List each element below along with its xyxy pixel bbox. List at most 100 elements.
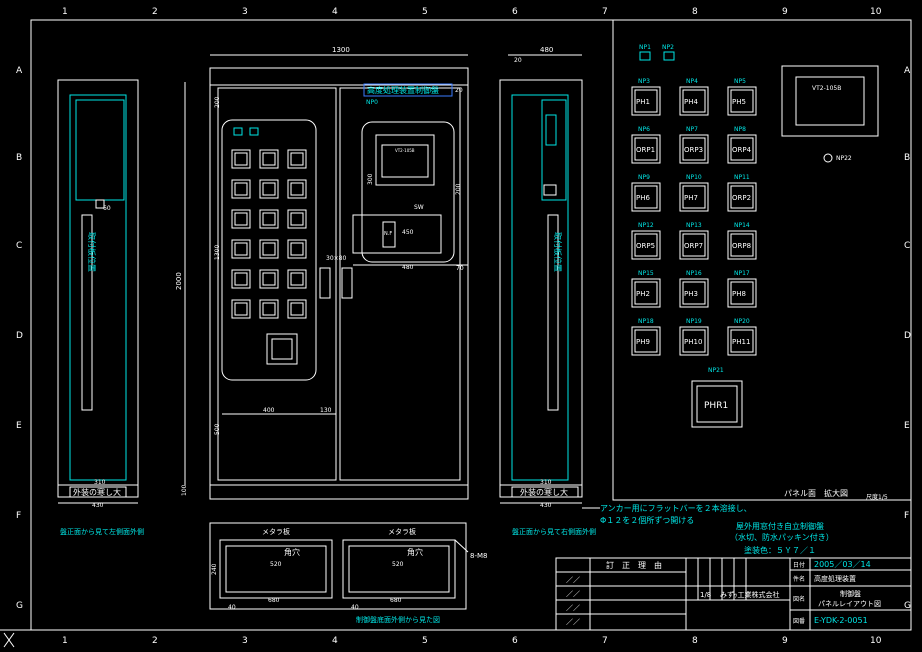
grid-row-left-f: F — [16, 511, 21, 521]
panel-meter-outer — [727, 182, 757, 212]
tb-project: 高度処理装置 — [814, 574, 856, 583]
grid-labels: 1 2 3 4 5 6 7 8 9 10 1 2 3 4 5 6 7 8 9 1… — [16, 7, 911, 646]
front-dim-height: 2000 — [175, 272, 183, 290]
notes: アンカー用にフラットバーを２本溶接し、 Φ１２を２個所ずつ開ける 屋外用窓付き自… — [582, 503, 834, 555]
right-view-label: 外装の寒し大 — [520, 487, 568, 497]
grid-row-left-b: B — [16, 153, 22, 163]
grid-col-top-7: 7 — [602, 7, 608, 17]
panel-meter-outer — [679, 230, 709, 260]
panel-cell-label: PH4 — [684, 98, 698, 106]
tb-drawing-name-1: 制御盤 — [840, 589, 861, 598]
front-meter-outer — [259, 149, 279, 169]
front-meter-inner — [234, 152, 248, 166]
panel-cell-label: PH10 — [684, 338, 702, 346]
right-side-view: 480 20 取付板位置 外装の寒し大 310 430 盤正面から見て右側面外側 — [499, 46, 596, 536]
panel-scale: 尺度1/5 — [866, 493, 888, 501]
right-dim-w2: 430 — [540, 502, 552, 509]
front-dim-gap: 130 — [320, 407, 332, 414]
panel-cell-np: NP7 — [686, 126, 698, 133]
panel-cell-np: NP4 — [686, 78, 698, 85]
grid-col-bot-10: 10 — [870, 636, 882, 646]
grid-col-top-4: 4 — [332, 7, 338, 17]
front-nameplate: 高度処理装置制御盤 — [367, 85, 439, 95]
panel-big-np: NP21 — [708, 367, 724, 374]
grid-col-top-10: 10 — [870, 7, 882, 17]
left-dim-w2: 430 — [92, 502, 104, 509]
front-meter-inner — [234, 272, 248, 286]
panel-meter-inner — [730, 329, 754, 353]
panel-meter-inner — [730, 233, 754, 257]
grid-row-right-a: A — [904, 66, 911, 76]
panel-cell-label: ORP5 — [636, 242, 655, 250]
front-view: 1300 2000 200 1300 500 100 20 30×80 400 … — [175, 46, 469, 500]
front-meter-outer — [287, 269, 307, 289]
panel-cell-np: NP19 — [686, 318, 702, 325]
tb-label-date: 日付 — [793, 561, 805, 569]
panel-meter-inner — [682, 281, 706, 305]
front-dim-door: 1300 — [214, 245, 221, 260]
panel-meter-inner — [682, 329, 706, 353]
grid-row-right-g: G — [904, 601, 911, 611]
front-dim-base: 100 — [181, 484, 188, 496]
panel-cell-np: NP12 — [638, 222, 654, 229]
front-dim-side: 20 — [455, 87, 463, 94]
panel-cell-np: NP17 — [734, 270, 750, 277]
bottom-dim-r-inner: 520 — [392, 561, 404, 568]
bottom-left-note: メタラ板 — [262, 527, 290, 536]
front-meter-inner — [290, 242, 304, 256]
panel-big-label: PHR1 — [704, 401, 728, 411]
panel-meter-outer — [727, 86, 757, 116]
grid-col-top-1: 1 — [62, 7, 68, 17]
panel-cell-label: PH6 — [636, 194, 650, 202]
front-meter-outer — [287, 179, 307, 199]
bottom-dim-l-inner: 520 — [270, 561, 282, 568]
grid-row-right-c: C — [904, 241, 910, 251]
panel-cell-np: NP5 — [734, 78, 746, 85]
panel-instrument-grid: NP3PH1NP4PH4NP5PH5NP6ORP1NP7ORP3NP8ORP4N… — [631, 78, 757, 356]
panel-meter-inner — [634, 137, 658, 161]
panel-cell-np: NP16 — [686, 270, 702, 277]
panel-cell-label: PH3 — [684, 290, 698, 298]
panel-meter-outer — [727, 134, 757, 164]
panel-cell-label: ORP2 — [732, 194, 751, 202]
panel-cell-label: ORP7 — [684, 242, 703, 250]
front-dim-bottom: 500 — [214, 423, 221, 435]
front-vt-label: VT2-105B — [395, 148, 415, 153]
panel-meter-outer — [679, 278, 709, 308]
panel-view: NP1 NP2 NP3PH1NP4PH4NP5PH5NP6ORP1NP7ORP3… — [612, 19, 912, 501]
panel-meter-outer — [631, 326, 661, 356]
panel-cell-np: NP11 — [734, 174, 750, 181]
panel-cell-label: PH1 — [636, 98, 650, 106]
front-dim-vt-h: 300 — [367, 173, 374, 185]
panel-cell-np: NP20 — [734, 318, 750, 325]
tb-revision-header: 訂 正 理 由 — [606, 560, 662, 570]
front-meter-outer — [259, 239, 279, 259]
front-meter-inner — [290, 152, 304, 166]
front-meter-outer — [287, 149, 307, 169]
grid-col-bot-4: 4 — [332, 636, 338, 646]
front-meter-outer — [231, 149, 251, 169]
note-spec-1: 屋外用窓付き自立制御盤 — [736, 521, 824, 531]
front-meter-outer — [259, 269, 279, 289]
grid-col-bot-9: 9 — [782, 636, 788, 646]
tb-company: みずｯ工業株式会社 — [720, 590, 780, 599]
panel-cell-label: ORP3 — [684, 146, 703, 154]
tb-rev-row-3: ／／ — [566, 604, 580, 612]
front-meter-outer — [287, 299, 307, 319]
panel-title: パネル面 拡大図 — [784, 488, 848, 498]
grid-col-bot-3: 3 — [242, 636, 248, 646]
front-instrument-grid — [231, 149, 307, 319]
panel-meter-inner — [634, 185, 658, 209]
panel-meter-inner — [682, 185, 706, 209]
right-vertical-text: 取付板位置 — [553, 232, 563, 272]
panel-meter-outer — [679, 182, 709, 212]
front-dim-vt-w: 200 — [455, 183, 462, 195]
front-meter-outer — [259, 179, 279, 199]
panel-cell-np: NP15 — [638, 270, 654, 277]
panel-meter-inner — [634, 233, 658, 257]
tb-rev-row-4: ／／ — [566, 618, 580, 626]
front-meter-inner — [262, 182, 276, 196]
front-meter-inner — [234, 302, 248, 316]
grid-row-right-b: B — [904, 153, 910, 163]
bottom-dim-depth: 240 — [211, 563, 218, 575]
